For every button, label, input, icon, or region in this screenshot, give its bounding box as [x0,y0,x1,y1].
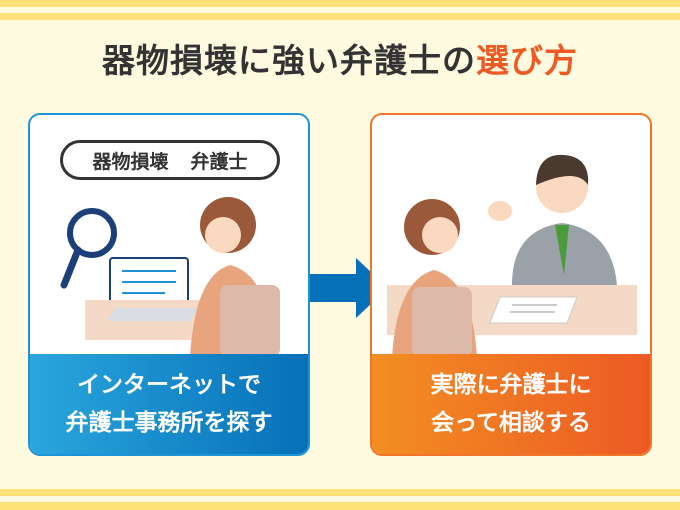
step-card-search: 器物損壊 弁護士 インターネットで [28,113,310,456]
caption-line: 実際に弁護士に [430,372,592,398]
search-term: 器物損壊 [92,150,169,173]
laptop-icon [85,257,235,340]
right-arrow-icon [310,258,388,318]
woman-illustration [190,197,280,357]
step-caption: 実際に弁護士に 会って相談する [372,354,650,454]
search-illustration: 器物損壊 弁護士 [30,115,308,357]
caption-line: 会って相談する [431,410,591,436]
search-term: 弁護士 [190,150,248,173]
top-stripe [0,13,680,20]
consultation-illustration [372,115,650,357]
caption-line: 弁護士事務所を探す [65,410,273,436]
search-bar: 器物損壊 弁護士 [60,140,280,180]
step-card-consult: 実際に弁護士に 会って相談する [370,113,652,456]
bottom-stripe [0,489,680,496]
client-illustration [392,199,477,357]
caption-line: インターネットで [77,372,261,398]
magnifier-icon [60,208,117,289]
step-caption: インターネットで 弁護士事務所を探す [30,354,308,454]
page-title: 器物損壊に強い弁護士の選び方 [0,34,680,82]
top-stripe [0,0,680,7]
title-main: 器物損壊に強い弁護士の [102,41,476,80]
lawyer-illustration [488,154,617,285]
title-accent: 選び方 [476,41,578,80]
bottom-stripe [0,502,680,510]
